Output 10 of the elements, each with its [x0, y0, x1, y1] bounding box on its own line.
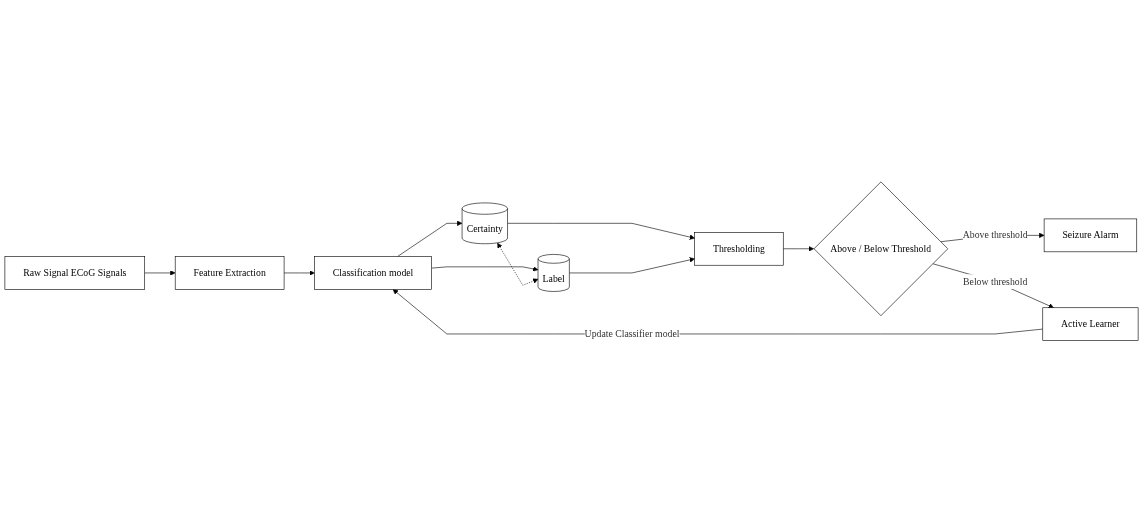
node-box: Thresholding: [694, 231, 784, 266]
node-box: Classification model: [314, 256, 432, 290]
edge-label: Update Classifier model: [584, 328, 680, 339]
node-box: Active Learner: [1042, 307, 1139, 341]
node-diamond: Above / Below Threshold: [813, 181, 949, 316]
node-box: Raw Signal ECoG Signals: [4, 256, 145, 290]
node-box: Feature Extraction: [174, 256, 285, 290]
edge-label: Below threshold: [963, 276, 1028, 287]
edge-label: Above threshold: [962, 229, 1028, 241]
node-box: Seizure Alarm: [1043, 218, 1138, 253]
